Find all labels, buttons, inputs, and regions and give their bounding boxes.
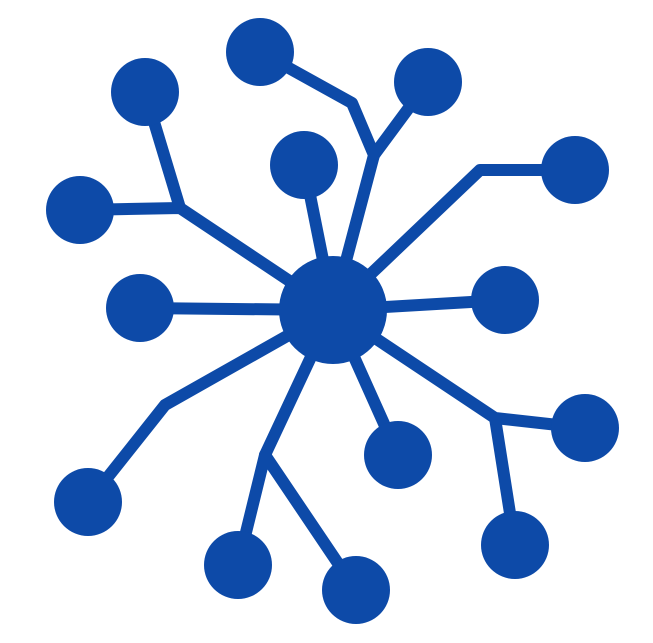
link-upper-branch [254,46,380,316]
node-top-right-upper [394,48,462,116]
hub-node [279,256,387,364]
node-right [471,266,539,334]
node-top-left-upper [226,18,294,86]
node-top-left [111,58,179,126]
node-group [46,18,619,624]
node-lower-right [551,394,619,462]
node-bottom-right [322,556,390,624]
node-lower-left [54,468,122,536]
node-lower-center [364,421,432,489]
node-left [106,274,174,342]
node-upper-right [541,136,609,204]
node-top-center [270,131,338,199]
node-lower-right-down [481,511,549,579]
node-upper-left [46,176,114,244]
link-lower-left [82,304,339,508]
node-bottom-center [204,531,272,599]
